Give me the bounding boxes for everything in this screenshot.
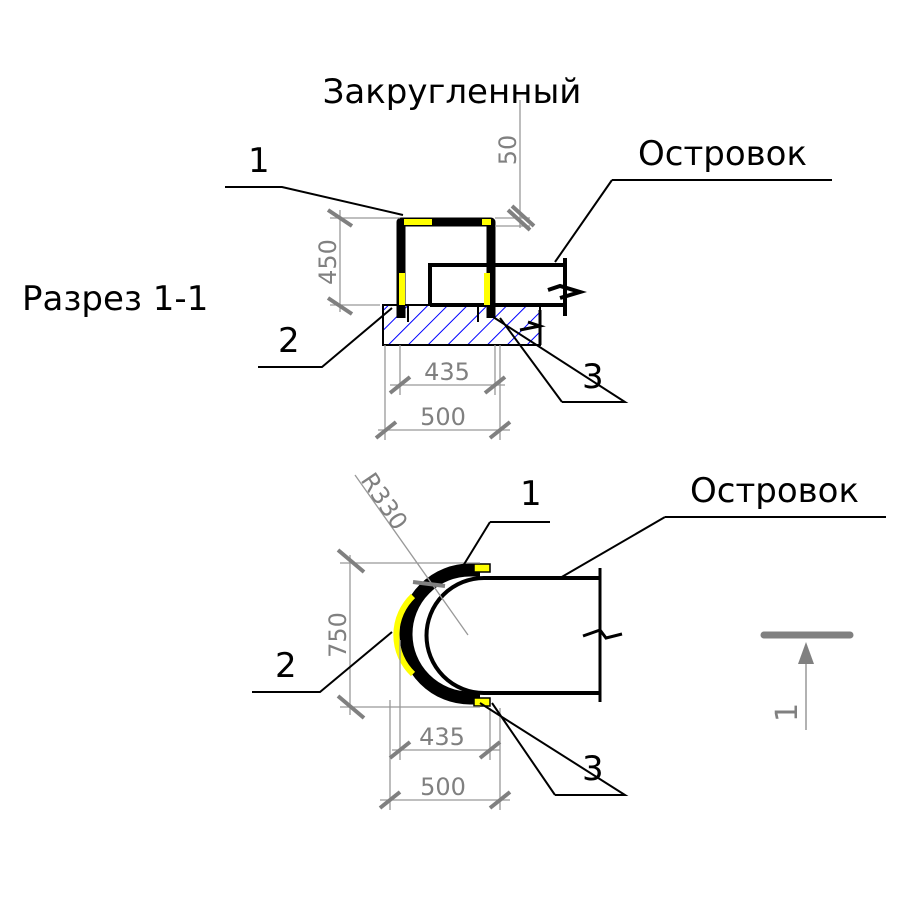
reflective-arc	[393, 593, 416, 677]
section-view: 450 50 435 500 1 2 3 Островок	[225, 100, 832, 440]
callout-1: 1	[248, 141, 270, 181]
dim-inner-width: 435	[424, 358, 470, 386]
dim-outer-width-plan: 500	[420, 773, 466, 801]
island-label: Островок	[638, 134, 807, 174]
island-label-plan: Островок	[690, 471, 859, 511]
drawing-title: Закругленный	[323, 72, 582, 112]
concrete-base	[382, 304, 541, 346]
arrow-up-icon	[798, 642, 814, 664]
callout-2-plan: 2	[275, 646, 297, 686]
section-title: Разрез 1-1	[22, 279, 208, 319]
dim-top-offset: 50	[494, 135, 522, 166]
dim-inner-width-plan: 435	[419, 723, 465, 751]
dim-radius: R330	[355, 468, 413, 535]
callout-2: 2	[278, 321, 300, 361]
plan-view: 750 R330 435 500 1 2 3 Островок	[252, 468, 886, 810]
break-line	[547, 258, 587, 316]
barrier-frame	[396, 217, 496, 318]
dim-length: 750	[324, 612, 352, 658]
callout-3: 3	[582, 357, 604, 397]
section-marker-label: 1	[770, 703, 805, 722]
callout-3-plan: 3	[582, 749, 604, 789]
reflective-stripes	[399, 219, 491, 305]
dim-outer-width: 500	[420, 403, 466, 431]
break-line-plan	[582, 568, 623, 702]
barrier-arc	[399, 563, 480, 705]
island-outline-plan	[424, 576, 600, 695]
section-marker: 1	[760, 631, 854, 730]
island-outline	[428, 263, 565, 307]
dim-height: 450	[314, 239, 342, 285]
break-line-base	[519, 310, 546, 345]
callout-1-plan: 1	[520, 474, 542, 514]
